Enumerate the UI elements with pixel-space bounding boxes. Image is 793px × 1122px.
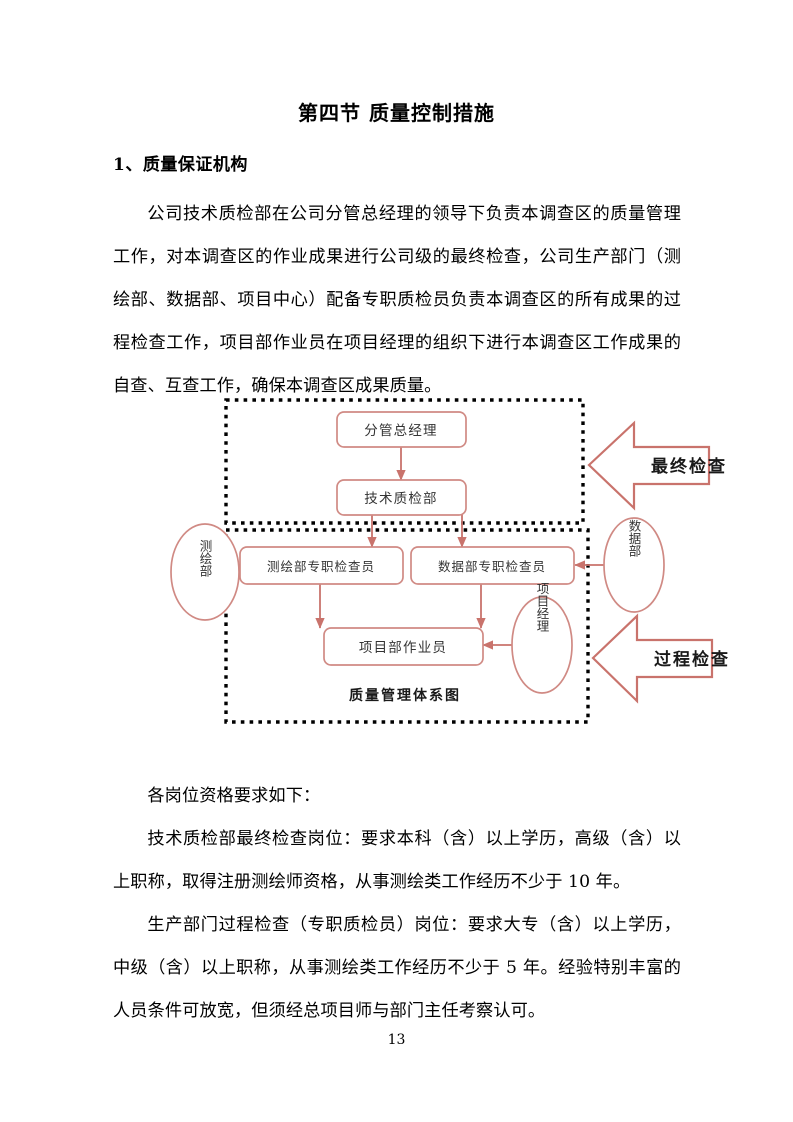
node-project-worker-label: 项目部作业员: [359, 640, 447, 656]
section-heading: 1、质量保证机构: [113, 155, 248, 175]
quality-management-diagram: 分管总经理 技术质检部 测绘部专职检查员 数据部专职检查员 项目部作业员: [0, 390, 793, 740]
node-tech-qc-dept-label: 技术质检部: [364, 491, 438, 507]
node-data-dept: 数据部: [603, 517, 665, 613]
node-project-manager-ellipse: [511, 596, 573, 694]
node-survey-dept: 测绘部: [170, 523, 240, 621]
callout-process-check: 过程检查: [591, 613, 730, 704]
process-check-zone-border: [224, 528, 590, 724]
node-data-inspector-box: [410, 546, 575, 585]
node-deputy-gm-label: 分管总经理: [364, 423, 438, 439]
callout-process-check-label: 过程检查: [654, 649, 730, 670]
node-data-inspector: 数据部专职检查员: [410, 546, 575, 585]
paragraph-final-check: 技术质检部最终检查岗位：要求本科（含）以上学历，高级（含）以上职称，取得注册测绘…: [113, 829, 681, 892]
node-survey-inspector: 测绘部专职检查员: [239, 546, 404, 585]
final-check-zone-border: [224, 398, 585, 525]
callout-final-check: 最终检查: [587, 420, 727, 511]
callout-final-check-label: 最终检查: [651, 456, 727, 477]
node-project-worker: 项目部作业员: [323, 627, 484, 666]
paragraph-process-check: 生产部门过程检查（专职质检员）岗位：要求大专（含）以上学历，中级（含）以上职称，…: [113, 915, 681, 1021]
page-title: 第四节 质量控制措施: [298, 101, 495, 125]
node-survey-inspector-box: [239, 546, 404, 585]
paragraph-intro-block: 公司技术质检部在公司分管总经理的领导下负责本调查区的质量管理工作，对本调查区的作…: [113, 193, 681, 408]
node-project-manager: 项目经理: [511, 582, 573, 694]
node-survey-dept-label: 测绘部: [198, 539, 213, 577]
node-project-worker-box: [323, 627, 484, 666]
paragraph-intro: 公司技术质检部在公司分管总经理的领导下负责本调查区的质量管理工作，对本调查区的作…: [113, 204, 681, 396]
node-deputy-gm-box: [336, 411, 467, 448]
node-tech-qc-dept: 技术质检部: [336, 479, 467, 516]
diagram-caption: 质量管理体系图: [349, 687, 461, 704]
paragraph-requirements-lead: 各岗位资格要求如下：: [147, 786, 321, 806]
node-survey-inspector-label: 测绘部专职检查员: [267, 559, 375, 574]
final-check-arrow-icon: [587, 420, 711, 511]
node-data-inspector-label: 数据部专职检查员: [438, 559, 546, 574]
node-tech-qc-dept-box: [336, 479, 467, 516]
process-check-arrow-icon: [591, 613, 714, 704]
node-deputy-gm: 分管总经理: [336, 411, 467, 448]
node-data-dept-ellipse: [603, 517, 665, 613]
node-survey-dept-ellipse: [170, 523, 240, 621]
paragraph-tail-block: 各岗位资格要求如下： 技术质检部最终检查岗位：要求本科（含）以上学历，高级（含）…: [113, 775, 681, 1033]
node-project-manager-label: 项目经理: [535, 582, 550, 632]
page-number: 13: [387, 1032, 406, 1048]
node-data-dept-label: 数据部: [627, 518, 642, 557]
